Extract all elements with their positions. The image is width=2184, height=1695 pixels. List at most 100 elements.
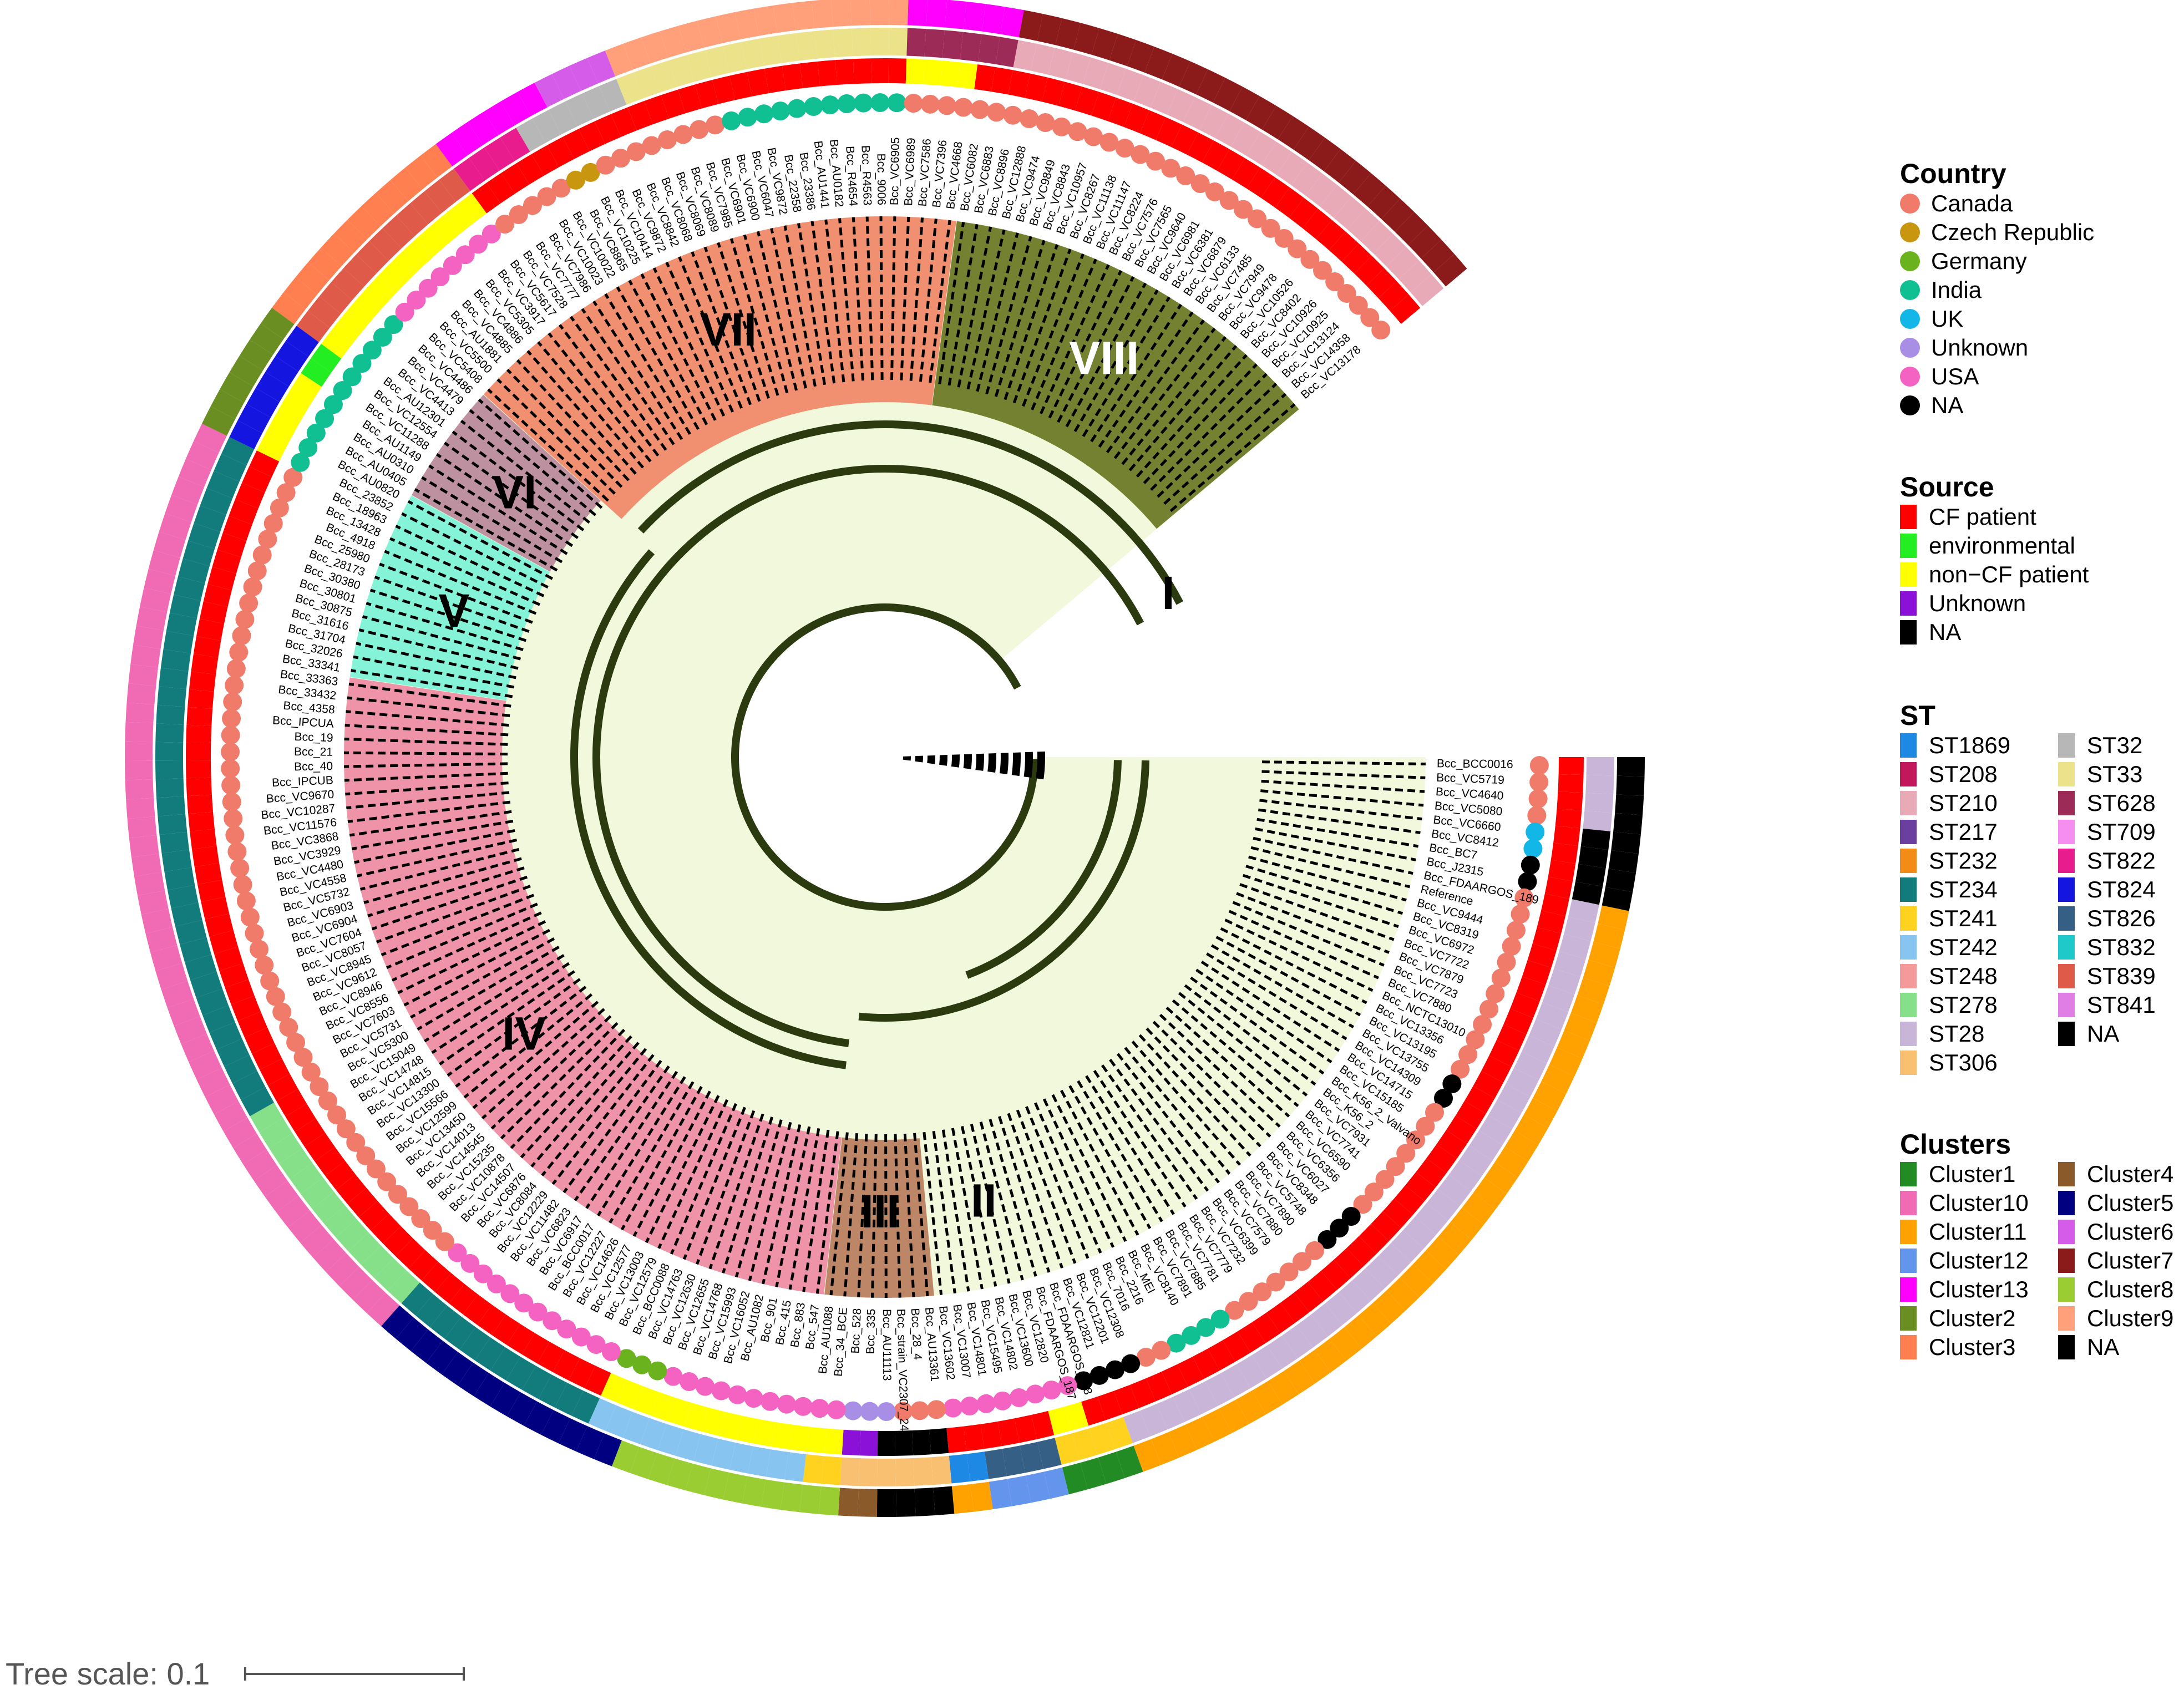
source-segment — [192, 846, 220, 867]
country-dot — [1146, 151, 1166, 171]
country-dot — [252, 545, 272, 565]
source-segment — [1091, 92, 1116, 121]
leaf-branch — [1210, 944, 1355, 1028]
cluster-segment — [1593, 923, 1625, 949]
leaf-branch — [379, 562, 533, 624]
source-segment — [231, 996, 261, 1021]
source-segment — [430, 215, 460, 246]
st-segment — [1156, 1397, 1185, 1430]
source-segment — [1107, 97, 1133, 128]
country-dot — [247, 561, 267, 581]
st-legend-item-label: ST278 — [1929, 992, 1998, 1018]
cluster-legend-item: Cluster5 — [2058, 1189, 2184, 1217]
source-segment — [634, 1386, 659, 1416]
source-segment — [491, 1314, 520, 1345]
country-legend-item-label: UK — [1931, 306, 1964, 332]
country-dot — [399, 1197, 419, 1216]
leaf-branch — [516, 359, 630, 481]
clade-sector — [343, 677, 842, 1295]
st-segment — [1584, 793, 1614, 813]
country-dot — [648, 1361, 667, 1381]
st-segment — [155, 778, 184, 798]
country-legend-item-swatch — [1900, 194, 1920, 214]
source-segment — [718, 1412, 742, 1440]
cluster-segment — [534, 74, 564, 108]
country-dot — [943, 1398, 962, 1418]
st-segment — [206, 470, 240, 499]
st-legend-item-label: ST32 — [2087, 732, 2143, 758]
internal-branch — [570, 549, 847, 1069]
country-dot — [240, 907, 260, 927]
country-dot — [1349, 296, 1368, 315]
country-dot — [860, 1402, 879, 1421]
cluster-segment — [1400, 1264, 1433, 1297]
country-dot — [1486, 984, 1505, 1003]
leaf-branch — [1239, 883, 1395, 941]
cluster-segment — [1202, 1408, 1232, 1442]
leaf-branch — [620, 1086, 703, 1231]
st-segment — [565, 93, 594, 126]
st-segment — [516, 118, 546, 152]
st-segment — [1055, 1433, 1080, 1465]
st-legend-item: ST839 — [2058, 962, 2184, 991]
st-legend-item: ST210 — [1900, 789, 2058, 818]
source-segment — [1202, 140, 1230, 171]
leaf-branch — [363, 857, 522, 904]
cluster-legend-item: Cluster13 — [1900, 1275, 2058, 1304]
cluster-segment — [951, 1484, 974, 1514]
leaf-branch — [1131, 1041, 1242, 1166]
country-dot — [495, 215, 515, 234]
source-segment — [1025, 73, 1048, 102]
st-segment — [1267, 1335, 1298, 1369]
country-dot — [315, 409, 335, 428]
st-segment — [1580, 828, 1611, 850]
leaf-branch — [1012, 248, 1072, 404]
country-dot — [1300, 250, 1320, 269]
leaf-branch — [447, 978, 581, 1077]
source-segment — [771, 1422, 793, 1450]
leaf-branch — [455, 986, 587, 1088]
leaf-label: Bcc_BCC0016 — [1437, 757, 1513, 771]
leaf-branch — [703, 246, 761, 402]
leaf-label: Bcc_VC6905 — [888, 137, 902, 205]
st-segment — [232, 1070, 266, 1100]
cluster-segment — [243, 1149, 277, 1181]
st-segment — [1479, 1115, 1512, 1145]
leaf-branch — [1250, 846, 1411, 889]
leaf-branch — [1073, 289, 1159, 432]
country-dot — [1371, 321, 1391, 340]
cluster-segment — [126, 683, 156, 705]
cluster-segment — [1570, 995, 1604, 1023]
source-segment — [531, 145, 559, 176]
st-segment — [1089, 1423, 1116, 1455]
cluster-segment — [1462, 1192, 1496, 1225]
leaf-branch — [472, 1001, 599, 1109]
cluster-segment — [367, 1292, 400, 1326]
leaf-branch — [1039, 264, 1110, 414]
leaf-branch — [1021, 253, 1085, 407]
cluster-segment — [155, 963, 188, 989]
country-dot — [1325, 272, 1345, 291]
source-segment — [946, 1426, 967, 1453]
st-segment — [1583, 810, 1613, 831]
st-legend-item-swatch — [2058, 1022, 2075, 1046]
country-dot — [1528, 789, 1548, 809]
leaf-branch — [353, 655, 515, 689]
cluster-segment — [963, 1, 986, 32]
st-segment — [506, 1357, 536, 1390]
cluster-legend-item-swatch — [1900, 1277, 1917, 1302]
cluster-segment — [125, 722, 154, 742]
cluster-segment — [569, 58, 598, 92]
source-segment — [957, 62, 978, 89]
cluster-segment — [1018, 10, 1043, 41]
leaf-branch — [424, 954, 565, 1043]
st-segment — [1065, 52, 1091, 84]
st-segment — [705, 45, 729, 78]
st-segment — [1140, 1404, 1168, 1437]
leaf-branch — [632, 1090, 711, 1237]
leaf-branch — [1004, 244, 1059, 400]
cluster-legend-item-label: Cluster7 — [2087, 1247, 2174, 1273]
leaf-branch — [1200, 961, 1340, 1052]
cluster-legend-item: Cluster2 — [1900, 1304, 2058, 1333]
